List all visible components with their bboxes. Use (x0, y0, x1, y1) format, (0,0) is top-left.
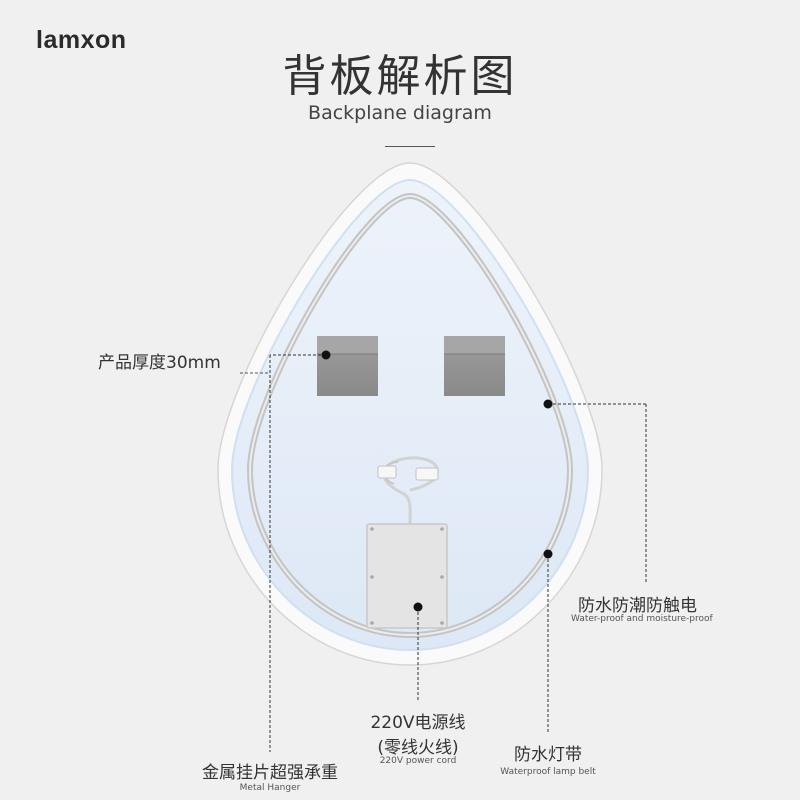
metal-hanger-left (317, 336, 378, 396)
power-cord (377, 456, 439, 525)
thickness-label: 产品厚度30mm (98, 353, 221, 373)
power-cord-label-line2: (零线火线) (377, 738, 459, 758)
waterproof-label-en: Water-proof and moisture-proof (571, 614, 713, 624)
power-cord-leader (413, 602, 423, 702)
waterproof-leader (543, 399, 647, 582)
mirror-glass (230, 178, 590, 652)
metal-hanger-right (444, 336, 505, 396)
power-cord-label: 220V电源线 (370, 713, 466, 733)
title-divider (385, 146, 435, 147)
lamp-belt-label: 防水灯带 (514, 745, 582, 765)
page-title: 背板解析图 (282, 51, 518, 102)
lamp-belt-leader (543, 549, 553, 734)
junction-box (366, 523, 448, 629)
hanger-label-en: Metal Hanger (239, 783, 301, 793)
page-subtitle: Backplane diagram (308, 102, 492, 124)
hanger-label: 金属挂片超强承重 (202, 763, 338, 783)
hanger-leader (269, 350, 331, 752)
brand-logo: lamxon (36, 26, 127, 54)
lamp-belt-label-en: Waterproof lamp belt (500, 767, 596, 777)
waterproof-label: 防水防潮防触电 (578, 596, 697, 616)
power-cord-label-en: 220V power cord (379, 756, 457, 766)
